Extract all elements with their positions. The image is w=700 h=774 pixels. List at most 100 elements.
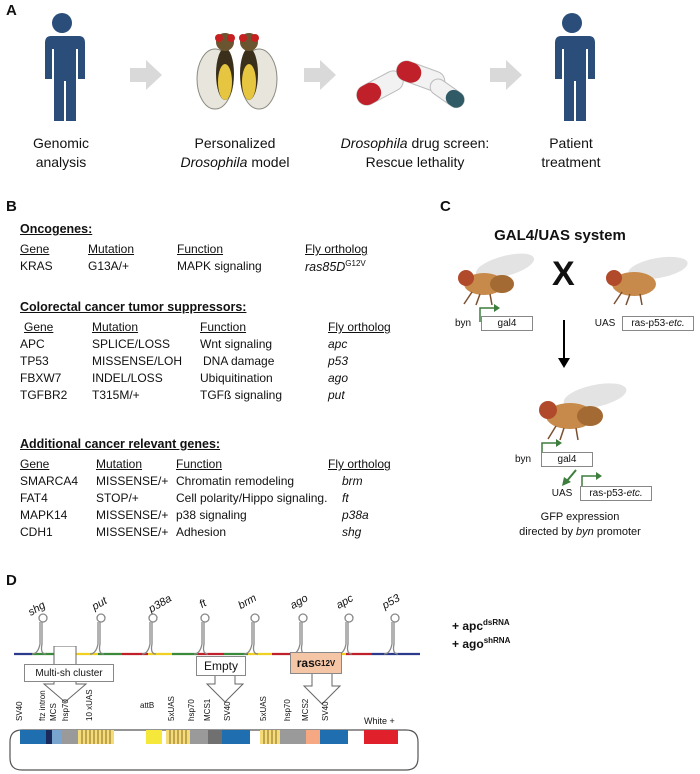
ortholog-cell: brm [342, 474, 363, 488]
gal4-uas-title: GAL4/UAS system [494, 227, 626, 244]
ortholog-cell: ras85DG12V [305, 259, 366, 275]
function-cell: MAPK signaling [177, 259, 262, 273]
arrow-down-icon [558, 320, 570, 368]
mutation-cell: MISSENSE/+ [96, 474, 169, 488]
empty-box: Empty [196, 656, 246, 676]
additional-genes-heading: Additional cancer relevant genes: [20, 437, 221, 451]
panel-a-letter: A [6, 2, 17, 19]
ortholog-cell: ft [342, 491, 349, 505]
col-function: Function [176, 457, 223, 471]
mutation-cell: MISSENSE/+ [96, 525, 169, 539]
byn-label: byn [510, 452, 536, 467]
mutation-cell: STOP/+ [96, 491, 139, 505]
segment-label: 5xUAS [167, 696, 176, 721]
patient-silhouette-icon [45, 13, 85, 121]
tumor-suppressors-heading: Colorectal cancer tumor suppressors: [20, 300, 247, 314]
function-cell: Ubiquitination [200, 371, 273, 385]
progeny-fly-icon [539, 383, 627, 441]
col-mutation: Mutation [88, 242, 135, 256]
gal4-box: gal4 [541, 452, 593, 467]
multi-sh-cluster-box: Multi-sh cluster [24, 664, 114, 682]
gene-cell: CDH1 [20, 525, 53, 539]
apc-dsrna-label: + apcdsRNA [452, 618, 510, 633]
hairpin-label: apc [334, 592, 356, 612]
col-gene: Gene [20, 457, 50, 471]
uas-label: UAS [549, 486, 575, 501]
arrow-right-icon [490, 60, 522, 90]
arrow-right-icon [130, 60, 162, 90]
mutation-cell: MISSENSE/+ [96, 508, 169, 522]
col-ortholog: Fly ortholog [328, 457, 391, 471]
drosophila-pair-icon [196, 33, 278, 110]
ortholog-cell: p38a [342, 508, 369, 522]
patient-silhouette-icon [555, 13, 595, 121]
gfp-caption: GFP expression directed by byn promoter [519, 511, 641, 538]
gene-cell: SMARCA4 [20, 474, 79, 488]
mutation-cell: MISSENSE/LOH [92, 354, 183, 368]
panel-d-letter: D [6, 572, 17, 589]
col-function: Function [177, 242, 224, 256]
segment-label: SV40 [223, 701, 232, 721]
hairpin-label: brm [236, 592, 259, 612]
col-function: Function [200, 320, 247, 334]
callout-arrow-icon [302, 672, 342, 705]
segment-label: White + [364, 716, 395, 726]
col-gene: Gene [24, 320, 54, 334]
ortholog-cell: p53 [328, 354, 349, 368]
mutation-cell: INDEL/LOSS [92, 371, 163, 385]
col-mutation: Mutation [92, 320, 139, 334]
segment-label: MCS1 [203, 698, 212, 721]
segment-label: 10 xUAS [85, 689, 94, 721]
hairpin-label: p53 [380, 592, 403, 612]
pills-icon [356, 60, 465, 109]
step-personalized-model: Personalized Drosophila model [180, 135, 290, 170]
plasmid-vector [9, 729, 419, 771]
ago-shrna-label: + agoshRNA [452, 636, 511, 651]
segment-label: hsp70 [61, 699, 70, 721]
mutation-cell: G13A/+ [88, 259, 130, 273]
uas-label: UAS [592, 316, 618, 331]
gene-cell: APC [20, 337, 45, 351]
promoter-arrow-icon [479, 304, 500, 322]
segment-label: ftz intron [38, 690, 47, 721]
function-cell: DNA damage [203, 354, 275, 368]
ortholog-cell: put [328, 388, 345, 402]
segment-label: MCS [49, 703, 58, 721]
step-drug-screen: Drosophila drug screen: Rescue lethality [340, 135, 490, 170]
function-cell: p38 signaling [176, 508, 247, 522]
segment-label: attB [140, 701, 155, 710]
col-gene: Gene [20, 242, 50, 256]
arrow-right-icon [304, 60, 336, 90]
segment-label: SV40 [15, 701, 24, 721]
col-ortholog: Fly ortholog [328, 320, 391, 334]
mutation-cell: T315M/+ [92, 388, 140, 402]
segment-label: hsp70 [187, 699, 196, 721]
panel-c-letter: C [440, 198, 451, 215]
fly-icon [606, 256, 688, 306]
gene-cell: FAT4 [20, 491, 48, 505]
gene-cell: MAPK14 [20, 508, 68, 522]
cross-symbol: X [552, 255, 575, 293]
function-cell: Cell polarity/Hippo signaling. [176, 491, 328, 505]
segment-label: hsp70 [283, 699, 292, 721]
ortholog-cell: ago [328, 371, 349, 385]
hairpin-label: ft [197, 597, 209, 611]
col-mutation: Mutation [96, 457, 143, 471]
gene-cell: TP53 [20, 354, 49, 368]
panel-b-letter: B [6, 198, 17, 215]
gene-cell: TGFBR2 [20, 388, 68, 402]
segment-label: 5xUAS [259, 696, 268, 721]
promoter-arrow-icon [581, 472, 602, 490]
fly-icon [458, 253, 535, 306]
gene-cell: FBXW7 [20, 371, 62, 385]
segment-label: MCS2 [301, 698, 310, 721]
function-cell: Wnt signaling [200, 337, 273, 351]
byn-label: byn [450, 316, 476, 331]
hairpin-label: ago [288, 592, 311, 612]
oncogenes-heading: Oncogenes: [20, 222, 93, 236]
ras-p53-box: ras-p53-etc. [622, 316, 694, 331]
